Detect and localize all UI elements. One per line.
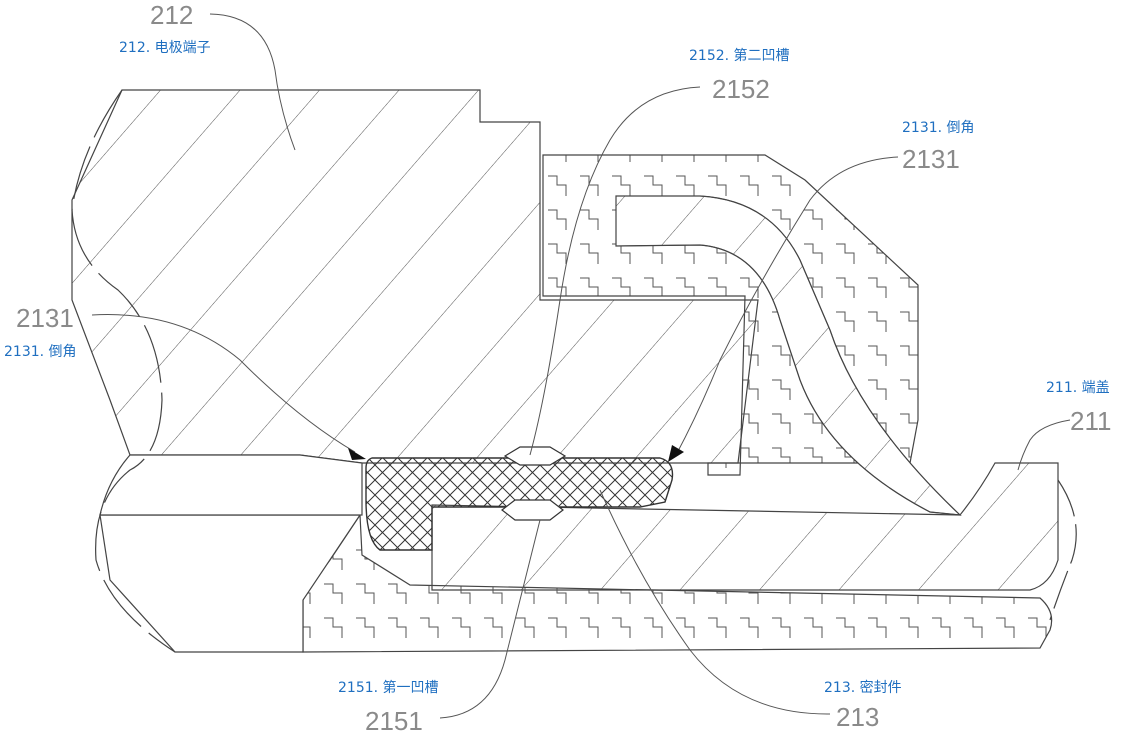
leader-2131-left bbox=[91, 314, 356, 453]
caption-212: 212. 电极端子 bbox=[119, 40, 211, 56]
leader-212 bbox=[209, 13, 296, 151]
break-line-left bbox=[71, 209, 176, 653]
ref-2151: 2151 bbox=[365, 706, 423, 736]
arrowhead-2131-left bbox=[348, 448, 366, 460]
ref-213: 213 bbox=[836, 702, 879, 732]
caption-2152: 2152. 第二凹槽 bbox=[689, 47, 790, 64]
lower-insulator-plate bbox=[302, 513, 1053, 653]
caption-213: 213. 密封件 bbox=[824, 679, 902, 696]
end-cap-plate bbox=[431, 462, 1059, 591]
break-line-right bbox=[1049, 479, 1077, 621]
ref-2131-left: 2131 bbox=[16, 303, 74, 333]
second-groove-2152 bbox=[503, 446, 567, 466]
first-groove-2151 bbox=[501, 499, 564, 521]
leader-213 bbox=[599, 489, 831, 715]
leader-2152 bbox=[529, 86, 701, 456]
housing-left-outline bbox=[99, 454, 363, 516]
leader-2151 bbox=[439, 519, 541, 719]
leader-2131-right bbox=[675, 156, 899, 456]
caption-2131-left: 2131. 倒角 bbox=[4, 344, 77, 360]
ref-2152: 2152 bbox=[712, 74, 770, 104]
arrowhead-2131-right bbox=[668, 445, 684, 462]
caption-2131-right: 2131. 倒角 bbox=[902, 120, 975, 136]
caption-211: 211. 端盖 bbox=[1046, 380, 1110, 396]
ref-2131-right: 2131 bbox=[902, 144, 960, 174]
leader-211 bbox=[1017, 419, 1071, 471]
ref-212: 212 bbox=[150, 0, 193, 30]
caption-2151: 2151. 第一凹槽 bbox=[338, 679, 439, 696]
ref-211: 211 bbox=[1070, 406, 1111, 436]
break-line-left-top bbox=[71, 89, 123, 211]
